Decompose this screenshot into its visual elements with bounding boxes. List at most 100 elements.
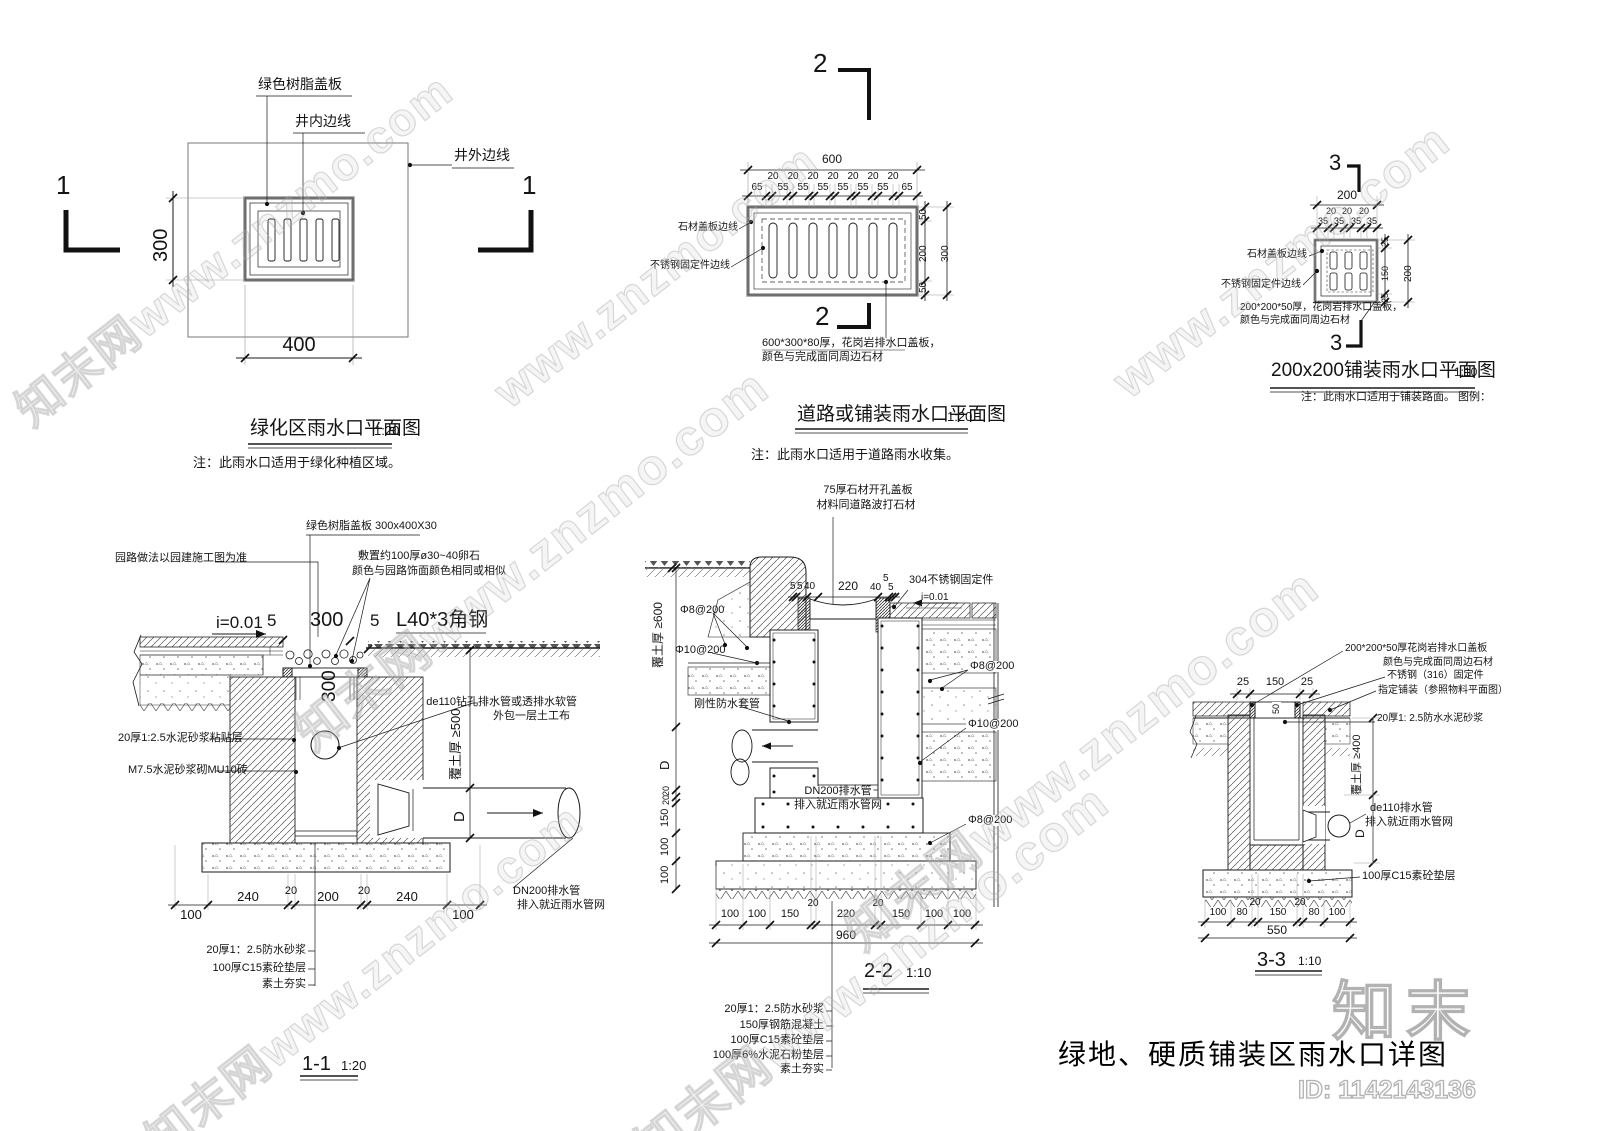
dim: D: [451, 811, 468, 822]
plan-pave-scale: 1:10: [1454, 365, 1478, 379]
plan-green-dim-400: 400: [282, 334, 316, 356]
dim: 150: [1380, 265, 1390, 281]
s11-mortar-label: 20厚1:2.5水泥砂浆粘贴层: [118, 732, 243, 744]
s11-pebble-label-2: 颜色与园路饰面颜色相同或相似: [352, 565, 506, 577]
section-marker-1-right: 1: [522, 170, 537, 200]
s11-angle-steel-label: L40*3角钢: [396, 609, 489, 631]
section-2-2-linework: [645, 517, 1005, 1071]
dim: 5: [888, 582, 894, 593]
plan-road-scale: 1:20: [947, 409, 973, 424]
s11-dn200-label-1: DN200排水管: [513, 885, 581, 897]
s22-note: 100厚6%水泥石粉垫层: [712, 1049, 824, 1061]
s11-dn200-label-2: 排入就近雨水管网: [517, 899, 605, 911]
dim: 55: [837, 182, 849, 193]
s33-scale: 1:10: [1298, 954, 1322, 968]
dim: 35: [1366, 216, 1378, 226]
dim: 20: [357, 885, 371, 897]
dim: 55: [817, 182, 829, 193]
plan-road-linework: [730, 68, 968, 434]
plan-pave-title: 200x200铺装雨水口平面图: [1271, 360, 1496, 381]
dim: 20: [827, 171, 839, 182]
dim: 200: [918, 245, 929, 262]
section-marker-3-top: 3: [1329, 150, 1342, 175]
s11-path-note-label: 园路做法以园建施工图为准: [115, 552, 247, 564]
plan-pave-steel-edge-label: 不锈钢固定件边线: [1221, 279, 1301, 290]
s33-paving-label: 指定铺装（参照物料平面图）: [1378, 685, 1508, 696]
s11-pebble-label-1: 敷置约100厚ø30~40卵石: [358, 550, 480, 562]
dim: 40: [870, 582, 882, 593]
dim: 80: [1308, 907, 1320, 918]
dim: 150: [891, 908, 911, 920]
plan-road-stone-edge-label: 石材盖板边线: [678, 222, 738, 233]
plan-pave-dim-right-200: 200: [1403, 265, 1414, 282]
plan-road-dim-300: 300: [940, 245, 951, 262]
plan-road-steel-edge-label: 不锈钢固定件边线: [650, 260, 730, 271]
plan-green-note: 注：此雨水口适用于绿化种植区域。: [193, 455, 402, 470]
s33-cover-label-1: 200*200*50厚花岗岩排水口盖板: [1345, 643, 1488, 654]
dim: 35: [1333, 216, 1345, 226]
section-1-1-linework: [132, 534, 600, 1081]
s22-dn200-label-1: DN200排水管: [802, 785, 874, 797]
dim: 100: [659, 837, 671, 856]
dim: 50: [918, 281, 929, 293]
s22-sleeve-label: 刚性防水套管: [694, 698, 760, 710]
dim: 5: [370, 611, 380, 630]
dim: 65: [901, 182, 913, 193]
plan-road-cover-note-2: 颜色与完成面同周边石材: [762, 351, 883, 363]
s33-mortar-label: 20厚1: 2.5防水水泥砂浆: [1377, 713, 1484, 724]
dim: 65: [751, 182, 763, 193]
s22-cover-label-2: 材料同道路波打石材: [816, 499, 916, 511]
dim: 100: [659, 865, 671, 884]
plan-road-note: 注：此雨水口适用于道路雨水收集。: [751, 447, 960, 462]
dim: 100: [452, 907, 474, 922]
dim: 240: [237, 889, 259, 904]
dim: 25: [1300, 676, 1314, 688]
plan-green-outer-edge-label: 井外边线: [454, 147, 510, 163]
dim: 5: [883, 573, 889, 584]
plan-pave-cover-note-2: 颜色与完成面同周边石材: [1240, 315, 1350, 326]
dim: 200: [317, 889, 339, 904]
dim: 20: [807, 898, 819, 909]
dim: 80: [1236, 907, 1248, 918]
s33-cover-depth: 覆土厚 ≥400: [1351, 734, 1363, 795]
section-marker-1-left: 1: [56, 170, 71, 200]
dim: 5: [790, 581, 796, 592]
s22-note: 素土夯实: [780, 1063, 824, 1075]
dim: 50: [918, 208, 929, 220]
dim: 300: [319, 670, 340, 702]
dim: 20: [1294, 897, 1306, 908]
dim: 25: [1380, 236, 1390, 247]
plan-green-scale: 1:20: [374, 423, 400, 438]
dim: 20: [1249, 897, 1261, 908]
plan-pave-dim-200: 200: [1336, 188, 1358, 202]
s22-cover-depth: 覆土厚 ≥600: [651, 602, 665, 668]
sheet-title: 绿地、硬质铺装区雨水口详图: [1058, 1040, 1449, 1071]
dim: 20: [867, 171, 879, 182]
dim: 220: [836, 908, 856, 920]
dim: 100: [720, 908, 740, 920]
s33-title: 3-3: [1257, 949, 1286, 971]
plan-pave-linework: [1270, 164, 1475, 393]
dim: D: [657, 760, 672, 770]
dim: 20: [787, 171, 799, 182]
s22-rebar8-right: Φ8@200: [968, 660, 1017, 672]
s11-pipe-label-1: de110钻孔排水管或透排水软管: [426, 696, 577, 708]
s11-title: 1-1: [302, 1053, 331, 1075]
section-3-3-linework: [1189, 650, 1386, 976]
dim: 5: [267, 611, 277, 630]
dim: 240: [396, 889, 418, 904]
s11-note: 20厚1：2.5防水砂浆: [206, 944, 306, 956]
dim: 20: [1325, 206, 1337, 216]
s22-note: 20厚1：2.5防水砂浆: [724, 1003, 824, 1015]
dim: 40: [804, 581, 816, 592]
dim: 35: [1317, 216, 1329, 226]
dim: 35: [1350, 216, 1362, 226]
dim: 100: [747, 908, 767, 920]
section-marker-2-bottom: 2: [815, 301, 830, 331]
dim: 20: [1358, 206, 1370, 216]
s22-title: 2-2: [864, 960, 893, 982]
dim: 150: [1265, 676, 1285, 688]
plan-green-cover-label: 绿色树脂盖板: [258, 76, 342, 92]
znzmo-logo: 知末: [1331, 976, 1480, 1048]
